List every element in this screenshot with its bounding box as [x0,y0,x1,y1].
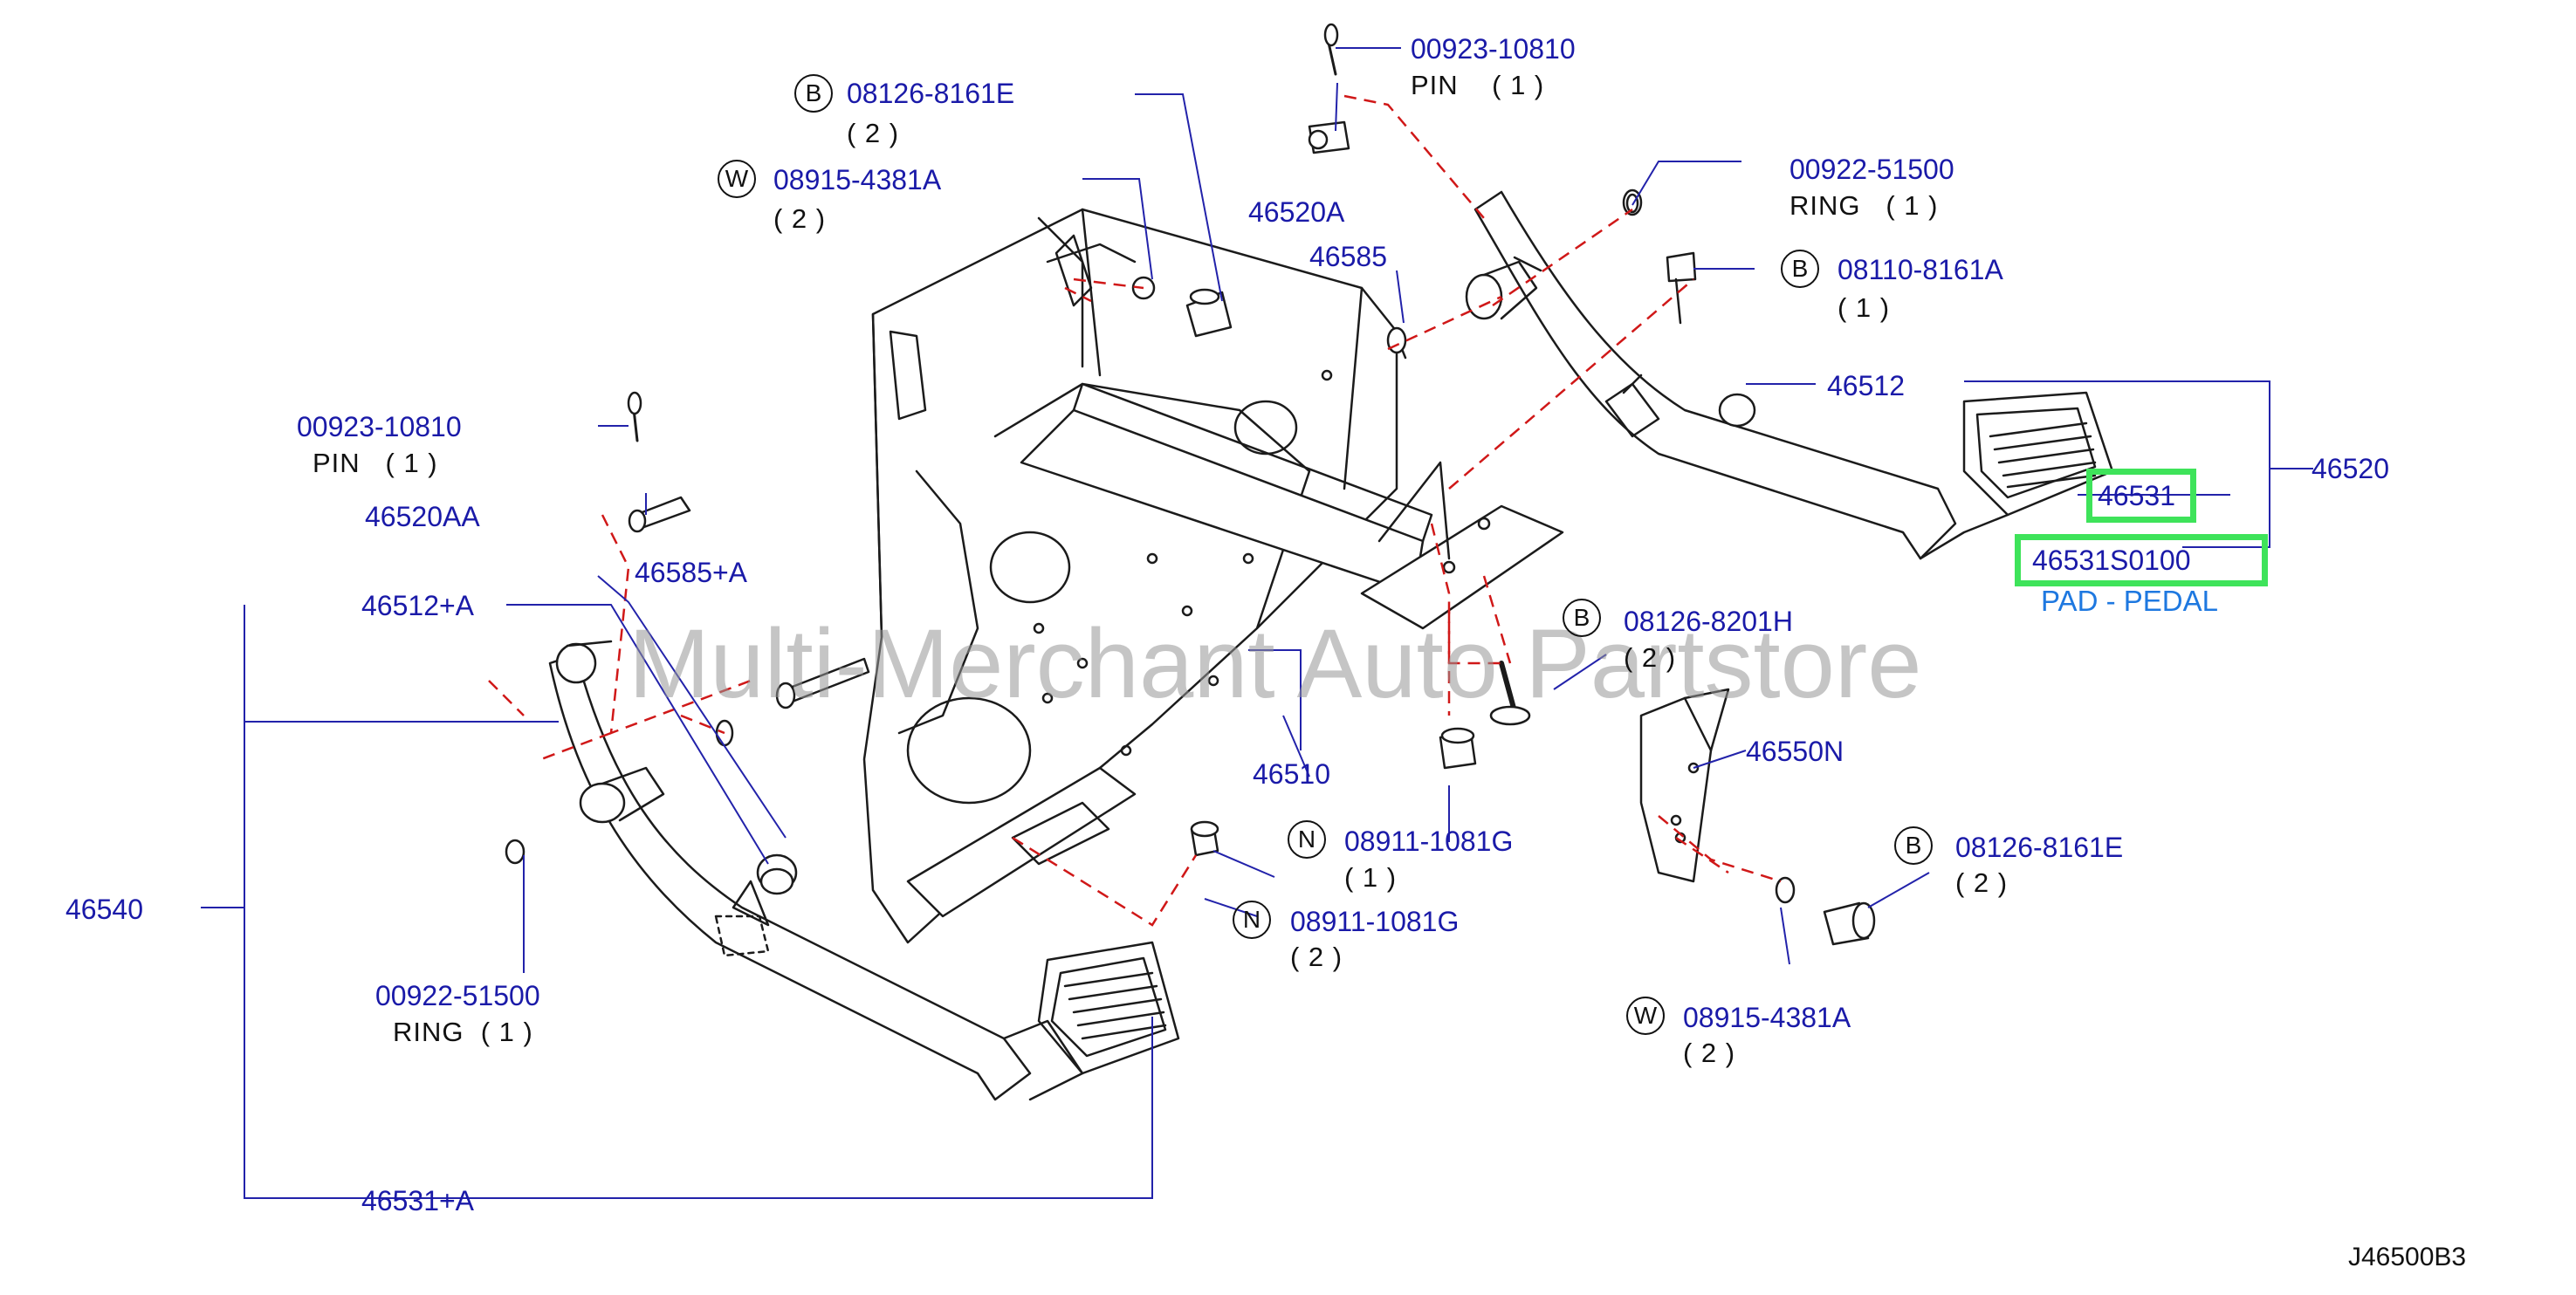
part-label[interactable]: 46531+A [361,1185,475,1216]
part-label[interactable]: 08110-8161A [1838,254,2003,285]
part-label[interactable]: 08126-8201H [1624,606,1793,637]
part-label[interactable]: 46520AA [365,501,480,532]
prefix-badge-b: B [1563,599,1601,637]
highlight-46531 [2086,469,2196,523]
part-label[interactable]: 00922-51500 [375,980,540,1011]
qty-label: ( 2 ) [847,118,900,148]
watermark: Multi-Merchant Auto Partstore [629,609,1922,718]
qty-label: ( 2 ) [1683,1038,1736,1068]
leader-lines [201,47,2313,1199]
qty-label: ( 1 ) [1344,862,1398,893]
part-label[interactable]: 00923-10810 [1411,33,1576,65]
brake-pedal-arm [1465,190,1957,560]
part-label[interactable]: 46550N [1746,736,1844,767]
part-label-highlighted[interactable]: 46531 [2098,480,2175,511]
qty-label: RING ( 1 ) [393,1017,533,1047]
part-label[interactable]: 46512+A [361,590,475,621]
part-label[interactable]: 00922-51500 [1789,154,1954,185]
part-label[interactable]: 46520 [2312,453,2389,484]
diagram-code: J46500B3 [2348,1243,2467,1271]
part-label[interactable]: 00923-10810 [297,411,462,442]
part-label[interactable]: 46585+A [635,557,748,588]
prefix-badge-n: N [1288,820,1326,859]
qty-label: PIN ( 1 ) [1411,70,1545,100]
part-label[interactable]: 08915-4381A [1683,1002,1851,1033]
part-label[interactable]: 46512 [1827,370,1905,401]
prefix-badge-w: W [1626,997,1665,1035]
part-label[interactable]: 08126-8161E [847,78,1015,109]
prefix-badge-b: B [794,74,833,113]
qty-label: ( 2 ) [1955,867,2009,898]
part-label[interactable]: 08126-8161E [1955,832,2124,863]
part-label[interactable]: 08911-1081G [1290,906,1460,937]
part-label[interactable]: 46520A [1248,196,1345,228]
clutch-pedal-arm [548,640,1032,1101]
part-label[interactable]: 46585 [1309,241,1387,272]
qty-label: ( 2 ) [1624,642,1677,673]
bracket-46550n [1639,688,1730,883]
hardware-parts [505,23,1876,946]
part-label[interactable]: 46540 [65,894,143,925]
part-description: PAD - PEDAL [2041,585,2218,617]
right-pedal-pad [1919,391,2114,560]
part-label[interactable]: 08915-4381A [773,164,942,195]
prefix-badge-b: B [1781,250,1819,288]
qty-label: ( 2 ) [1290,942,1343,972]
assembly-lines [488,94,1782,927]
qty-label: PIN ( 1 ) [313,448,438,478]
prefix-badge-w: W [718,160,756,198]
qty-label: RING ( 1 ) [1789,190,1939,221]
qty-label: ( 1 ) [1838,292,1891,323]
prefix-badge-n: N [1233,901,1271,939]
prefix-badge-b: B [1894,826,1933,865]
bracket-assembly-46510 [862,208,1564,944]
left-pedal-pad [1002,941,1180,1101]
part-label-highlighted[interactable]: 46531S0100 [2032,545,2191,576]
part-label[interactable]: 08911-1081G [1344,826,1514,857]
part-label[interactable]: 46510 [1253,758,1330,790]
qty-label: ( 2 ) [773,203,827,234]
highlight-46531s0100 [2015,534,2268,586]
